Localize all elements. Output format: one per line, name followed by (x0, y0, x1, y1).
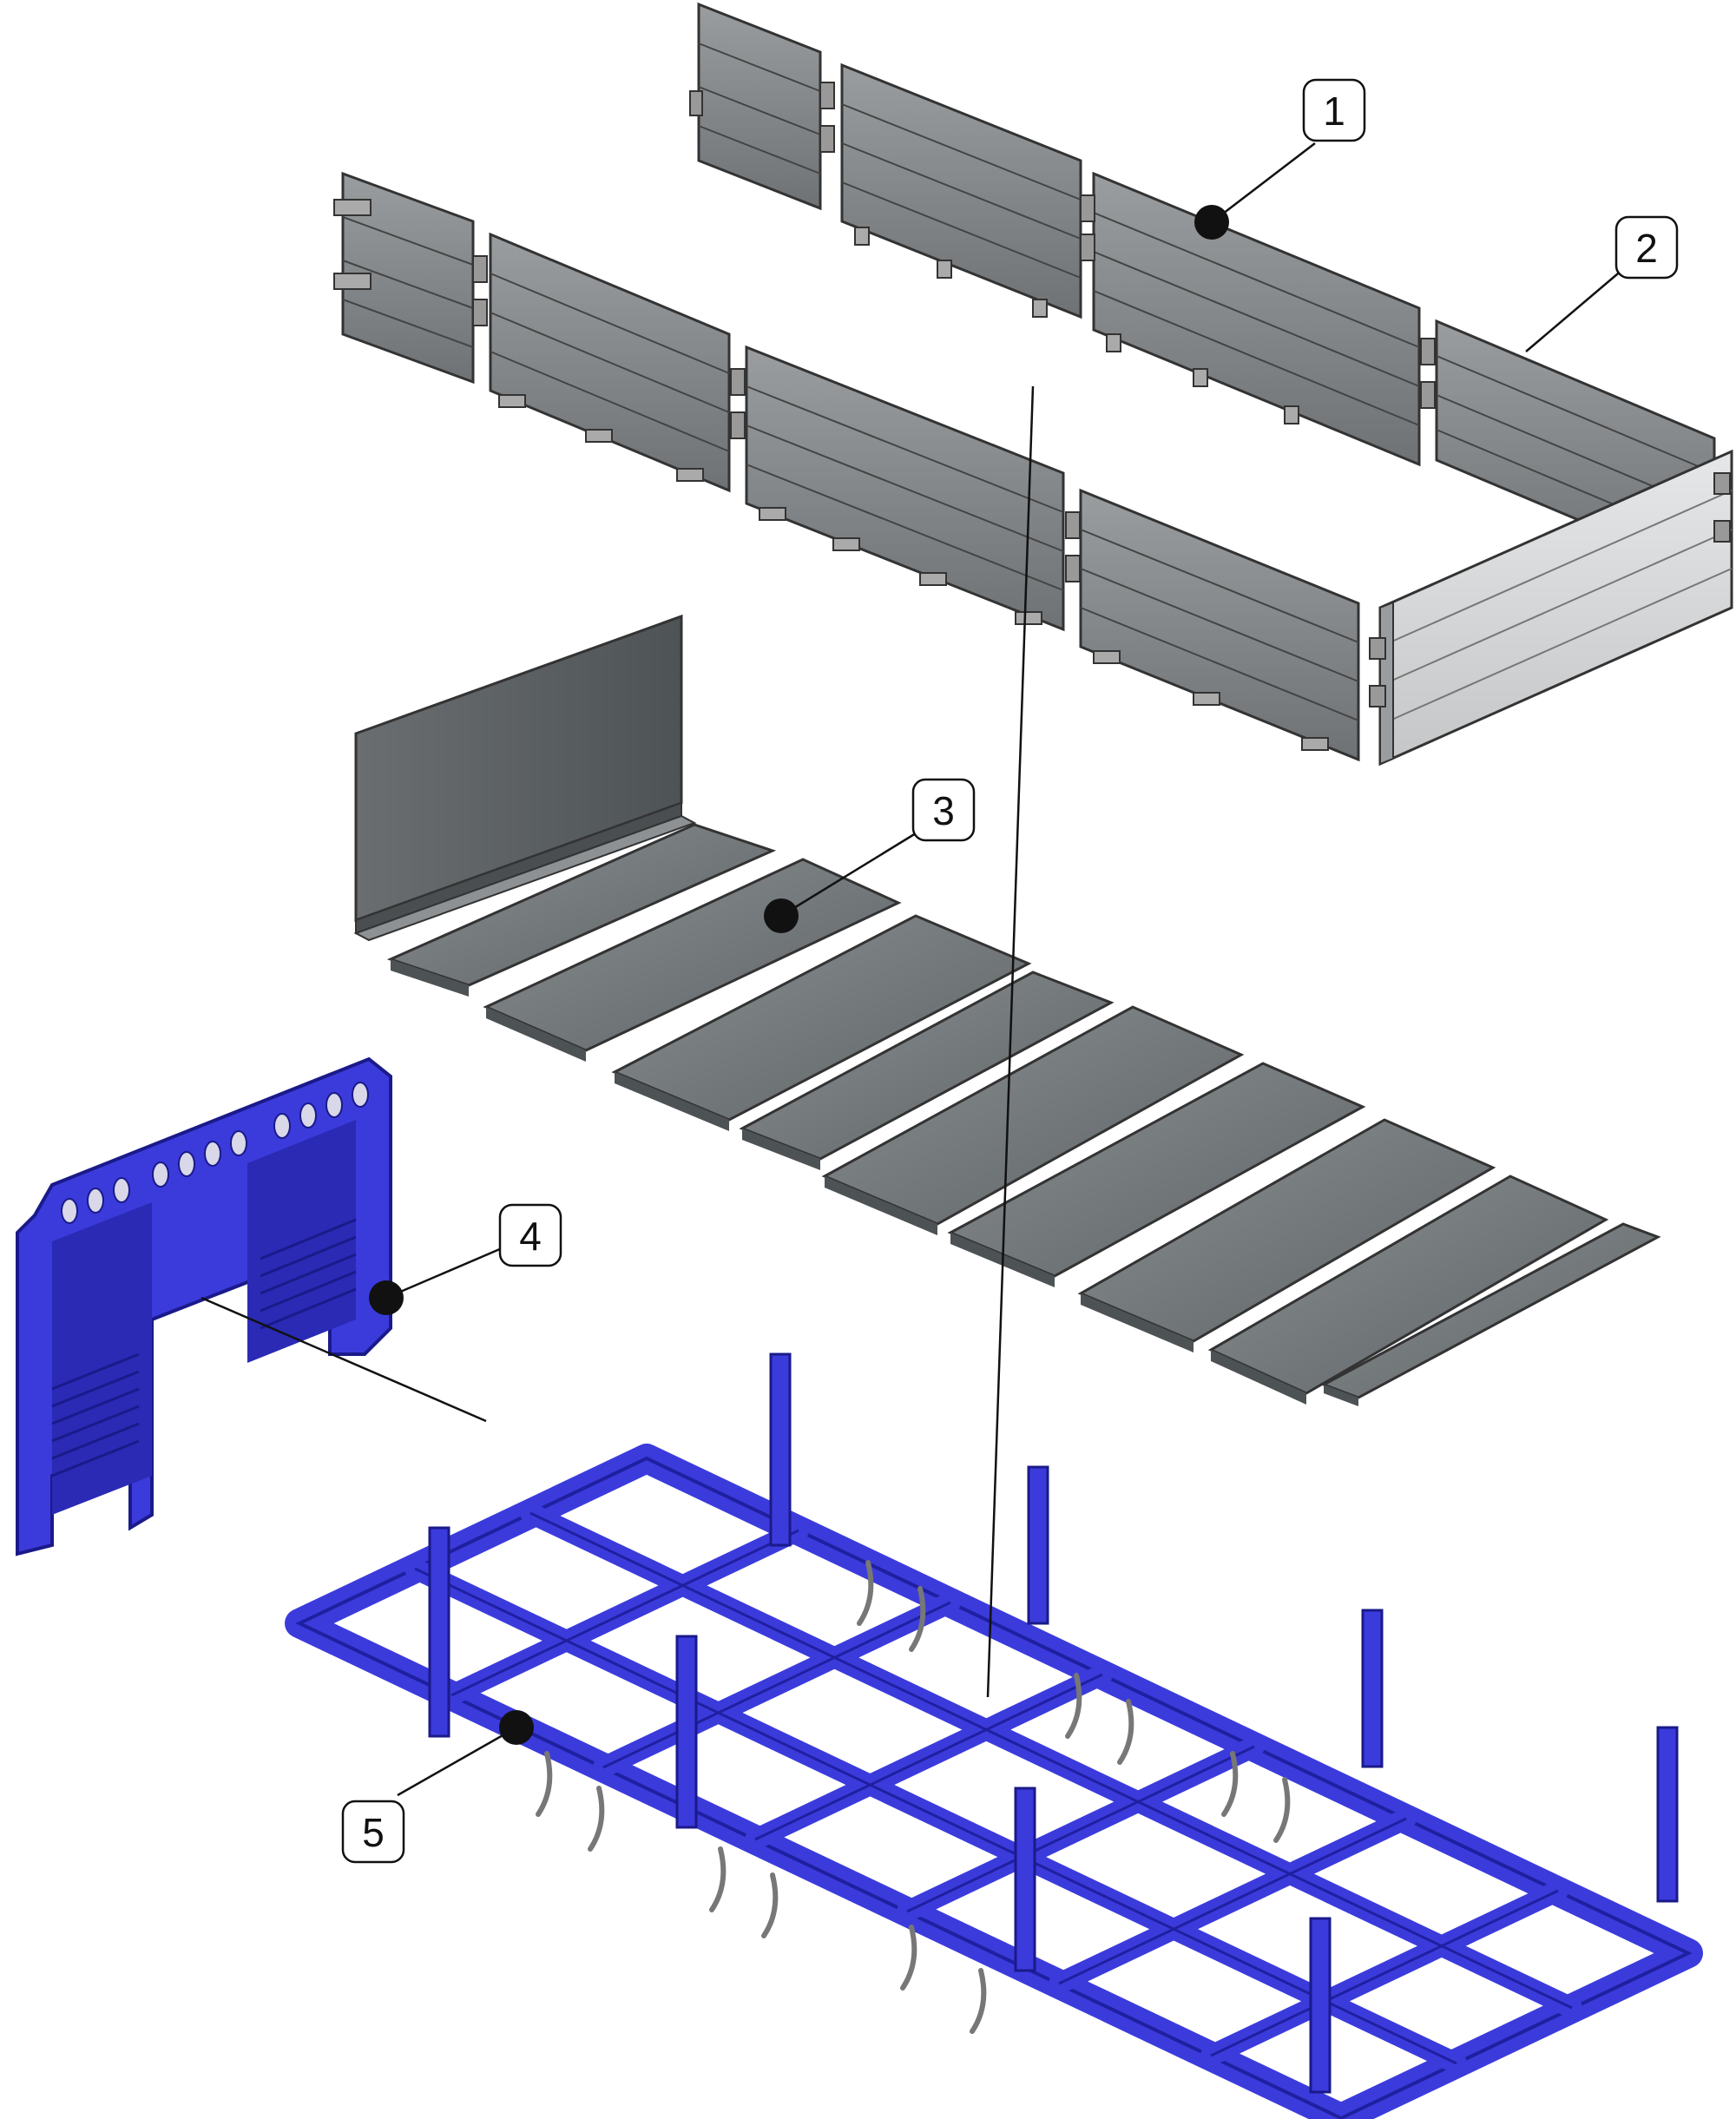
callout-dot-3 (764, 898, 799, 933)
callout-4: 4 (498, 1203, 562, 1267)
side-board-panel (819, 63, 1082, 319)
bulkhead-slats (51, 1218, 357, 1477)
leader-lines (201, 142, 1624, 1797)
chassis-crossmembers (404, 1503, 1582, 2074)
floor-plank (1077, 1118, 1496, 1352)
side-board-panel (730, 345, 1065, 632)
leader-line-5 (397, 1726, 517, 1797)
chassis-suspension-hangers (536, 1560, 1291, 2034)
axis-line-vertical (986, 385, 1035, 1698)
chassis-frame (285, 1352, 1703, 2119)
floor-plank (1207, 1175, 1609, 1405)
front-bulkhead-frame (16, 1056, 392, 1556)
floor-plank (611, 914, 1032, 1131)
callout-3-label: 3 (932, 788, 955, 833)
side-board-panel (689, 2, 822, 211)
callout-dot-1 (1194, 205, 1229, 240)
leader-line-1 (1211, 142, 1316, 223)
axis-line-diagonal (201, 1296, 487, 1423)
callout-2-label: 2 (1635, 226, 1658, 271)
callout-dot-5 (499, 1710, 534, 1745)
side-board-panel (472, 232, 731, 493)
leader-line-4 (385, 1244, 509, 1300)
chassis-crossmember-edges (414, 1511, 1573, 2065)
callout-4-label: 4 (519, 1214, 542, 1259)
callout-labels: 1 2 3 4 5 (341, 78, 1679, 1864)
floor-plank (386, 823, 777, 997)
callout-dot-4 (369, 1280, 404, 1315)
floor-plank (821, 1005, 1245, 1235)
callout-5-label: 5 (362, 1810, 385, 1855)
callout-1-label: 1 (1323, 89, 1345, 134)
bulkhead-top-rollers (61, 1082, 369, 1224)
side-board-panel (1080, 171, 1421, 467)
floor-plank (739, 971, 1115, 1170)
callout-dots (369, 205, 1229, 1745)
leader-line-2 (1525, 268, 1624, 352)
leader-line-3 (780, 832, 917, 918)
side-board-panel (1065, 488, 1360, 762)
chassis-stakes (428, 1352, 1679, 2094)
bulkhead-sheet (353, 614, 697, 942)
callout-5: 5 (341, 1800, 405, 1864)
side-board-door-panel (333, 171, 475, 385)
callout-2: 2 (1614, 215, 1679, 280)
callout-3: 3 (911, 778, 976, 842)
callout-1: 1 (1302, 78, 1366, 142)
side-boards-front-row (333, 171, 1733, 767)
rear-end-board (1369, 449, 1733, 767)
floor-plank (1320, 1222, 1661, 1406)
floor-panels-group (353, 614, 1661, 1406)
